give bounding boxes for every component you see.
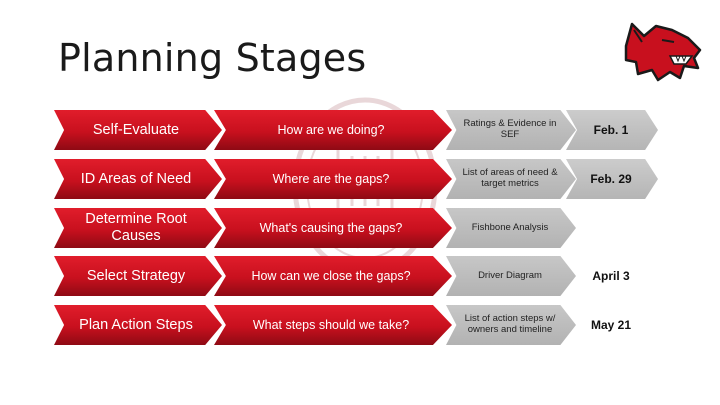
stage-label: ID Areas of Need: [80, 170, 192, 187]
stage-question: Where are the gaps?: [272, 172, 390, 186]
question-chevron: [214, 159, 452, 199]
tool-chevron: [446, 305, 576, 345]
stage-date: Feb. 1: [593, 123, 629, 137]
tool-chevron: [446, 110, 576, 150]
stage-row: Select Strategy How can we close the gap…: [0, 256, 720, 296]
question-chevron: [214, 208, 452, 248]
date-chevron: [566, 159, 658, 199]
slide-title: Planning Stages: [58, 36, 367, 80]
stage-tool: Fishbone Analysis: [471, 221, 549, 233]
stage-label: Select Strategy: [86, 267, 186, 284]
stage-date: April 3: [592, 269, 630, 283]
question-chevron: [214, 110, 452, 150]
stage-tool: List of areas of need & target metrics: [462, 167, 558, 189]
tool-chevron: [446, 208, 576, 248]
stage-question: How are we doing?: [277, 123, 385, 137]
stage-date: May 21: [590, 318, 632, 332]
stage-chevron: [54, 256, 222, 296]
stage-date: Feb. 29: [590, 172, 632, 186]
stage-question: What steps should we take?: [252, 318, 410, 332]
stage-question: What's causing the gaps?: [259, 221, 403, 235]
stage-row: Plan Action Steps What steps should we t…: [0, 305, 720, 345]
stage-tool: Driver Diagram: [478, 269, 542, 281]
stage-label: Plan Action Steps: [79, 316, 193, 333]
stage-row: Self-Evaluate How are we doing? Ratings …: [0, 110, 720, 150]
question-chevron: [214, 256, 452, 296]
stage-tool: List of action steps w/ owners and timel…: [464, 313, 556, 335]
wildcat-logo-icon: [624, 22, 702, 82]
tool-chevron: [446, 256, 576, 296]
stage-chevron: [54, 305, 222, 345]
tool-chevron: [446, 159, 576, 199]
stage-row: Determine Root Causes What's causing the…: [0, 208, 720, 248]
stage-chevron: [54, 159, 222, 199]
date-chevron: [566, 110, 658, 150]
stage-tool: Ratings & Evidence in SEF: [463, 118, 557, 140]
stage-question: How can we close the gaps?: [251, 269, 411, 283]
stage-label: Determine Root Causes: [85, 211, 187, 244]
stage-chevron: [54, 110, 222, 150]
stage-date: [576, 208, 646, 248]
stage-chevron: [54, 208, 222, 248]
stage-row: ID Areas of Need Where are the gaps? Lis…: [0, 159, 720, 199]
question-chevron: [214, 305, 452, 345]
stage-label: Self-Evaluate: [92, 121, 180, 138]
